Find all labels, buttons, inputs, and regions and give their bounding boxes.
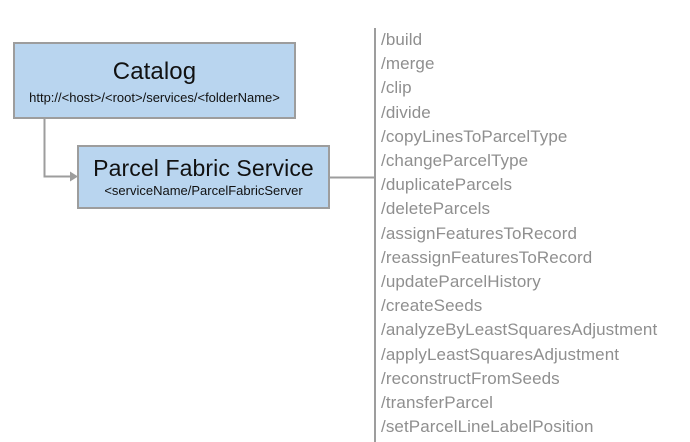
operation-item[interactable]: /clip bbox=[381, 78, 412, 98]
operation-item[interactable]: /setParcelLineLabelPosition bbox=[381, 417, 594, 437]
operation-item[interactable]: /applyLeastSquaresAdjustment bbox=[381, 344, 620, 364]
operation-item[interactable]: /build bbox=[381, 30, 423, 49]
operation-item[interactable]: /createSeeds bbox=[381, 296, 483, 316]
operation-item[interactable]: /changeParcelType bbox=[381, 151, 529, 171]
operation-item[interactable]: /reassignFeaturesToRecord bbox=[381, 247, 593, 267]
node-parcel-fabric-service[interactable]: Parcel Fabric Service <serviceName/Parce… bbox=[77, 145, 330, 209]
operation-item[interactable]: /assignFeaturesToRecord bbox=[381, 223, 578, 243]
operation-item[interactable]: /analyzeByLeastSquaresAdjustment bbox=[381, 320, 658, 340]
node-parcel-fabric-service-title: Parcel Fabric Service bbox=[93, 155, 314, 181]
operation-item[interactable]: /duplicateParcels bbox=[381, 175, 513, 195]
node-catalog-title: Catalog bbox=[112, 57, 197, 85]
operation-item[interactable]: /copyLinesToParcelType bbox=[381, 126, 568, 146]
operation-item[interactable]: /deleteParcels bbox=[381, 199, 491, 219]
operation-item[interactable]: /merge bbox=[381, 54, 435, 74]
operation-item[interactable]: /divide bbox=[381, 102, 431, 122]
operation-item[interactable]: /updateParcelHistory bbox=[381, 272, 541, 292]
operation-item[interactable]: /transferParcel bbox=[381, 393, 494, 413]
node-catalog-url: http://<host>/<root>/services/<folderNam… bbox=[29, 89, 280, 105]
operation-item[interactable]: /reconstructFromSeeds bbox=[381, 368, 560, 388]
operations-list: /build/merge/clip/divide/copyLinesToParc… bbox=[374, 28, 690, 442]
connector-catalog-to-parcel bbox=[43, 119, 70, 178]
node-catalog[interactable]: Catalog http://<host>/<root>/services/<f… bbox=[13, 42, 296, 119]
node-parcel-fabric-service-path: <serviceName/ParcelFabricServer bbox=[104, 183, 303, 198]
